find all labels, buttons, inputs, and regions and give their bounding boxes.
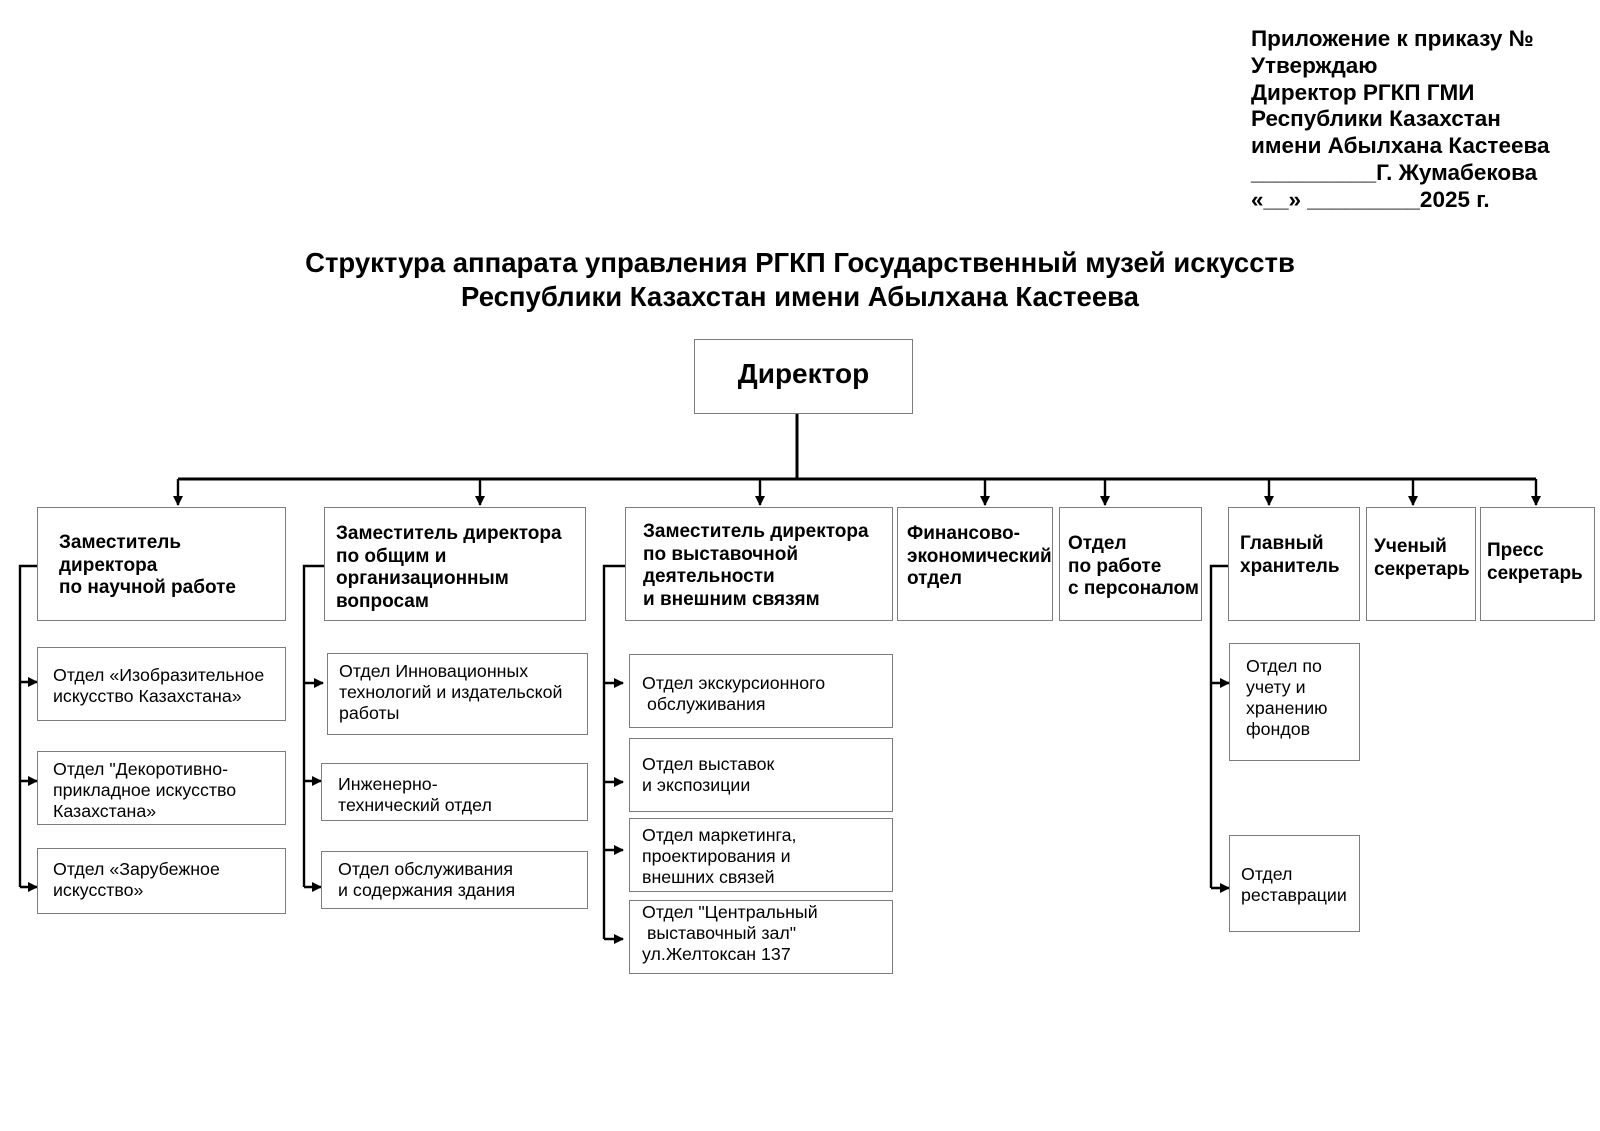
branch-spine-science [18, 564, 38, 887]
scientific-secretary-label: Ученый секретарь [1374, 536, 1470, 580]
department-label: Отдел по учету и хранению фондов [1246, 656, 1328, 739]
department-label: Отдел экскурсионного обслуживания [642, 673, 826, 714]
scientific-secretary-box: Ученый секретарь [1366, 507, 1476, 621]
deputy-exhibition-label: Заместитель директора по выставочной дея… [643, 521, 869, 610]
department-box: Отдел «Зарубежное искусство» [37, 848, 286, 914]
department-box: Отдел Инновационных технологий и издател… [327, 653, 588, 735]
department-label: Отдел реставрации [1241, 864, 1347, 905]
deputy-general-label: Заместитель директора по общим и организ… [336, 523, 562, 612]
director-label: Директор [737, 358, 870, 389]
department-label: Отдел выставок и экспозиции [642, 754, 775, 795]
title-line: Республики Казахстан имени Абылхана Каст… [461, 280, 1139, 312]
approval-line: __________Г. Жумабекова [1251, 159, 1538, 185]
department-box: Отдел реставрации [1229, 835, 1360, 932]
approval-line: имени Абылхана Кастеева [1251, 133, 1550, 159]
department-box: Отдел "Центральный выставочный зал" ул.Ж… [629, 900, 893, 974]
chief-curator-label: Главный хранитель [1240, 533, 1340, 577]
press-secretary-label: Пресс секретарь [1487, 540, 1583, 584]
department-box: Отдел экскурсионного обслуживания [629, 654, 893, 728]
department-box: Отдел маркетинга, проектирования и внешн… [629, 818, 893, 892]
department-label: Отдел «Зарубежное искусство» [53, 859, 220, 900]
deputy-science-box: Заместитель директора по научной работе [37, 507, 286, 621]
department-box: Отдел "Декоротивно- прикладное искусство… [37, 751, 286, 825]
deputy-science-label: Заместитель директора по научной работе [59, 532, 236, 598]
approval-line: Приложение к приказу № [1251, 26, 1534, 51]
department-label: Отдел Инновационных технологий и издател… [339, 661, 563, 723]
finance-box: Финансово- экономический отдел [897, 507, 1053, 621]
page-title: Структура аппарата управления РГКП Госуд… [0, 246, 1600, 313]
approval-line: Республики Казахстан [1251, 106, 1501, 132]
department-label: Инженерно- технический отдел [338, 774, 492, 815]
department-label: Отдел «Изобразительное искусство Казахст… [53, 665, 265, 706]
department-box: Отдел по учету и хранению фондов [1229, 643, 1360, 761]
department-label: Отдел "Центральный выставочный зал" ул.Ж… [642, 902, 818, 964]
department-box: Отдел обслуживания и содержания здания [321, 851, 588, 909]
approval-stamp: Приложение к приказу № Утверждаю Директо… [1251, 26, 1596, 214]
approval-line: Директор РГКП ГМИ [1251, 79, 1475, 105]
finance-label: Финансово- экономический отдел [907, 523, 1052, 589]
department-box: Отдел «Изобразительное искусство Казахст… [37, 647, 286, 721]
approval-line: Утверждаю [1251, 52, 1378, 78]
department-label: Отдел маркетинга, проектирования и внешн… [642, 825, 797, 887]
department-box: Инженерно- технический отдел [321, 763, 588, 821]
hr-label: Отдел по работе с персоналом [1068, 533, 1199, 599]
department-label: Отдел "Декоротивно- прикладное искусство… [53, 759, 237, 821]
branch-spine-exhibition [602, 564, 626, 939]
branch-spine-general [302, 564, 324, 887]
deputy-exhibition-box: Заместитель директора по выставочной дея… [625, 507, 893, 621]
approval-line: «__» _________2025 г. [1251, 186, 1490, 212]
director-box: Директор [694, 339, 913, 414]
chief-curator-box: Главный хранитель [1228, 507, 1360, 621]
title-line: Структура аппарата управления РГКП Госуд… [305, 247, 1295, 278]
department-label: Отдел обслуживания и содержания здания [338, 859, 516, 900]
hr-box: Отдел по работе с персоналом [1059, 507, 1202, 621]
branch-spine-curator [1209, 564, 1230, 888]
department-box: Отдел выставок и экспозиции [629, 738, 893, 812]
deputy-general-box: Заместитель директора по общим и организ… [324, 507, 586, 621]
press-secretary-box: Пресс секретарь [1480, 507, 1595, 621]
